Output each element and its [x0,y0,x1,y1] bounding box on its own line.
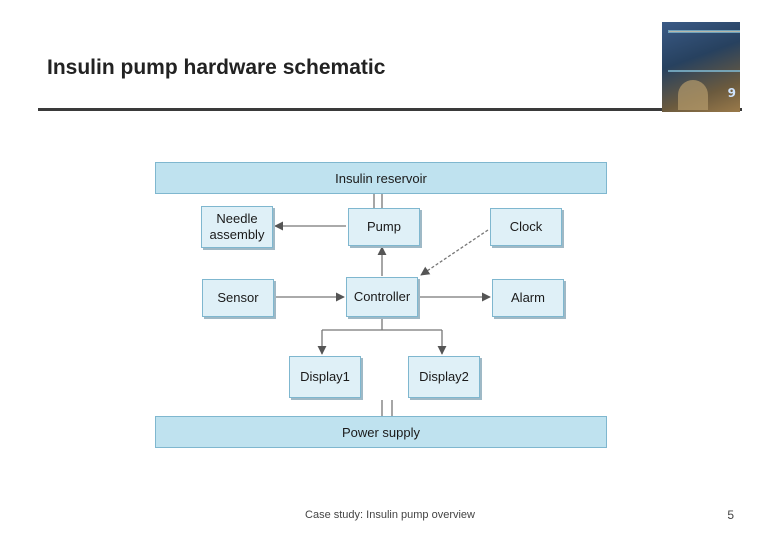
alarm-block: Alarm [492,279,564,317]
cover-stripe [668,70,740,72]
slide-footer: Case study: Insulin pump overview [305,509,475,521]
title-divider [38,108,742,111]
display1-block: Display1 [289,356,361,398]
clock-to-controller-arrow [420,229,489,276]
clock-block: Clock [490,208,562,246]
cover-stripe [668,30,740,33]
sensor-block: Sensor [202,279,274,317]
page-number: 5 [727,508,734,522]
hardware-schematic-diagram: Insulin reservoir Needle assembly Pump C… [155,162,607,448]
needle-assembly-block: Needle assembly [201,206,273,248]
slide-title: Insulin pump hardware schematic [47,56,386,79]
display2-block: Display2 [408,356,480,398]
pump-block: Pump [348,208,420,246]
book-cover-image: 9 [662,22,740,112]
connection-arrows [274,194,491,416]
controller-block: Controller [346,277,418,317]
cover-figure [678,80,708,110]
cover-edition-mark: 9 [727,86,736,100]
power-supply-band: Power supply [155,416,607,448]
insulin-reservoir-band: Insulin reservoir [155,162,607,194]
